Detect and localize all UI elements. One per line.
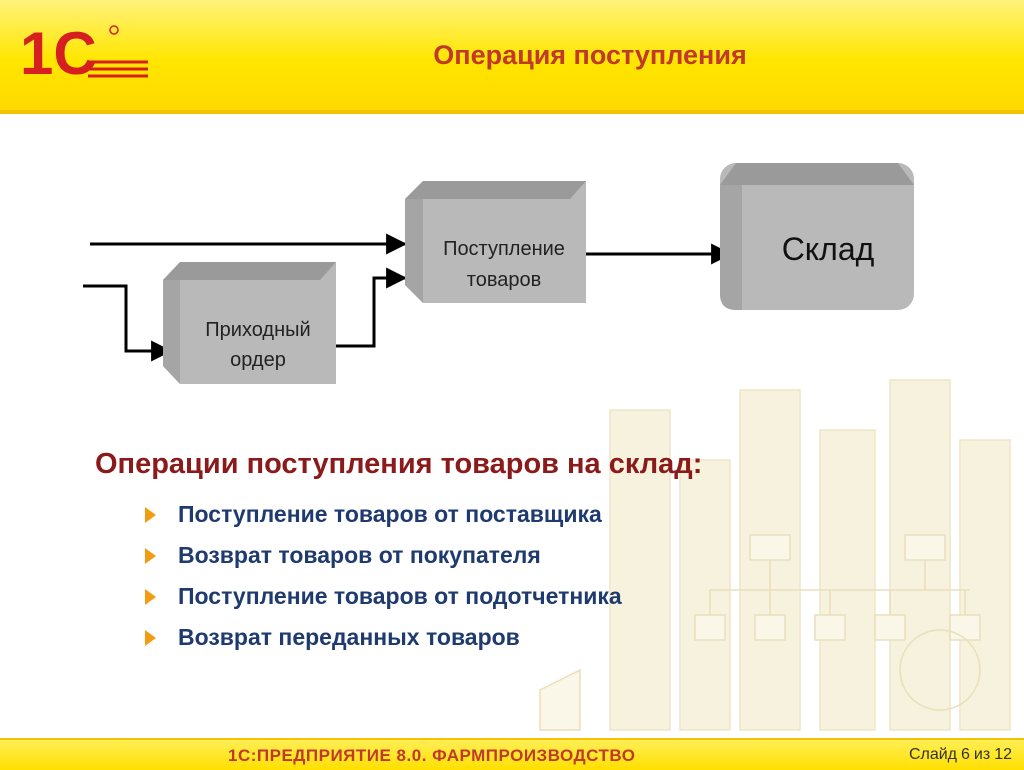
header-bar: 1С Операция поступления <box>0 0 1024 114</box>
svg-text:1С: 1С <box>20 22 97 84</box>
node-sklad: Склад <box>720 163 914 310</box>
footer-brand: 1С:ПРЕДПРИЯТИЕ 8.0. ФАРМПРОИЗВОДСТВО <box>228 746 636 765</box>
slide-label: Слайд <box>908 746 958 763</box>
node-postuplenie-line1: Поступление <box>443 238 565 260</box>
slide-total: 12 <box>994 746 1012 763</box>
bullet-text: Поступление товаров от подотчетника <box>178 583 622 609</box>
bullet-arrow-icon <box>145 547 156 564</box>
bullet-text: Поступление товаров от поставщика <box>178 501 602 527</box>
1c-logo-icon: 1С <box>20 22 148 84</box>
node-postuplenie-line2: товаров <box>467 269 541 291</box>
bullet-arrow-icon <box>145 506 156 523</box>
arrow-to-prikhodny-order <box>83 284 173 362</box>
bullet-text: Возврат переданных товаров <box>178 624 520 650</box>
list-item: Возврат товаров от покупателя <box>145 535 622 576</box>
bullet-list: Поступление товаров от поставщика Возвра… <box>145 494 622 658</box>
bullet-text: Возврат товаров от покупателя <box>178 542 541 568</box>
section-heading: Операции поступления товаров на склад: <box>95 448 703 480</box>
node-sklad-label: Склад <box>782 231 875 267</box>
slide-title: Операция поступления <box>433 40 747 70</box>
list-item: Поступление товаров от подотчетника <box>145 576 622 617</box>
list-item: Поступление товаров от поставщика <box>145 494 622 535</box>
arrow-order-to-postuplenie <box>336 267 408 348</box>
flow-diagram: Приходный ордер Поступление товаров Скла… <box>83 163 914 384</box>
node-prikhodny-order: Приходный ордер <box>163 262 336 384</box>
node-prikhodny-order-line1: Приходный <box>205 319 310 341</box>
background-decoration <box>539 379 1011 731</box>
bullet-arrow-icon <box>145 629 156 646</box>
footer-bar: 1С:ПРЕДПРИЯТИЕ 8.0. ФАРМПРОИЗВОДСТВО Сла… <box>0 738 1024 770</box>
node-postuplenie: Поступление товаров <box>405 181 586 303</box>
slide-number: 6 <box>961 746 970 763</box>
bullet-arrow-icon <box>145 588 156 605</box>
of-label: из <box>973 746 991 763</box>
list-item: Возврат переданных товаров <box>145 617 622 658</box>
node-prikhodny-order-line2: ордер <box>230 349 286 371</box>
